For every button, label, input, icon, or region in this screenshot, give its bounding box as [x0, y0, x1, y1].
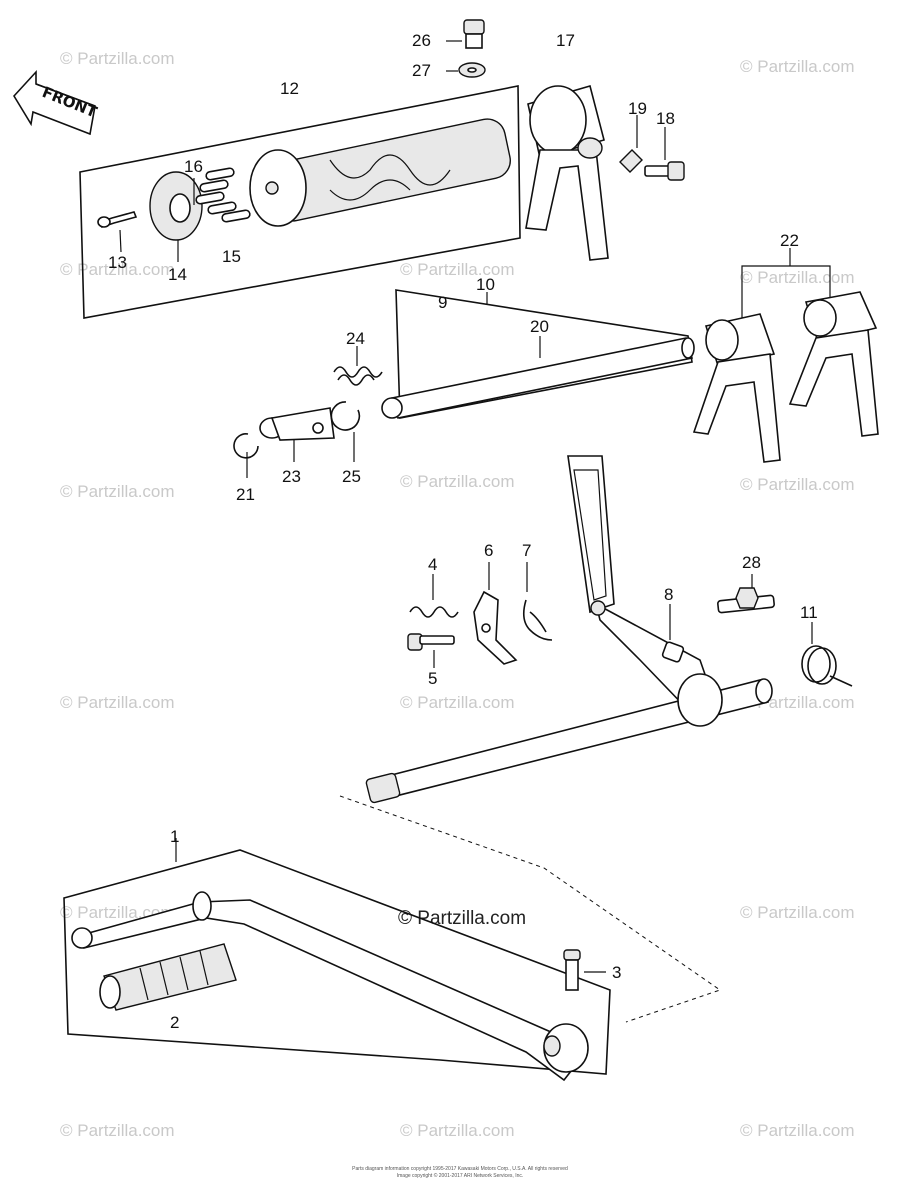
- part-number-24: 24: [346, 329, 365, 348]
- part-number-28: 28: [742, 553, 761, 572]
- part-number-2: 2: [170, 1013, 179, 1032]
- watermark: © Partzilla.com: [400, 1121, 515, 1140]
- part-number-4: 4: [428, 555, 437, 574]
- shift-shaft-8-icon: [365, 455, 773, 804]
- part-number-3: 3: [612, 963, 621, 982]
- part-number-10: 10: [476, 275, 495, 294]
- part-number-20: 20: [530, 317, 549, 336]
- center-watermark: © Partzilla.com: [398, 908, 526, 929]
- front-arrow: FRONT: [13, 69, 101, 136]
- watermark: © Partzilla.com: [740, 57, 855, 76]
- part-number-26: 26: [412, 31, 431, 50]
- watermark: © Partzilla.com: [60, 260, 175, 279]
- bolt-18-icon: [644, 127, 685, 181]
- watermark-layer: © Partzilla.com © Partzilla.com © Partzi…: [60, 49, 855, 1140]
- watermark: © Partzilla.com: [400, 693, 515, 712]
- part-number-11: 11: [800, 603, 818, 622]
- part-number-5: 5: [428, 669, 437, 688]
- circlip-21-icon: [233, 433, 259, 478]
- bolt-26-icon: [446, 19, 485, 49]
- spring-7-icon: [522, 562, 553, 641]
- shift-fork-17-icon: [525, 85, 609, 261]
- part-number-15: 15: [222, 247, 241, 266]
- lever-23-icon: [259, 407, 335, 462]
- part-number-1: 1: [170, 827, 179, 846]
- part-number-27: 27: [412, 61, 431, 80]
- watermark: © Partzilla.com: [60, 1121, 175, 1140]
- part-number-19: 19: [628, 99, 647, 118]
- part-number-18: 18: [656, 109, 675, 128]
- watermark: © Partzilla.com: [400, 260, 515, 279]
- watermark: © Partzilla.com: [400, 472, 515, 491]
- circlip-25-icon: [330, 401, 361, 462]
- shaft-20-icon: [381, 289, 695, 419]
- stopper-6-icon: [473, 562, 518, 665]
- part-number-12: 12: [280, 79, 299, 98]
- shift-drum-panel: [79, 85, 521, 319]
- spring-11-icon: [801, 622, 853, 687]
- part-number-8: 8: [664, 585, 673, 604]
- part-number-14: 14: [168, 265, 187, 284]
- copyright-footer: Parts diagram information copyright 1995…: [352, 1166, 568, 1179]
- part-number-7: 7: [522, 541, 531, 560]
- watermark: © Partzilla.com: [60, 49, 175, 68]
- front-label: FRONT: [40, 83, 101, 121]
- footer-line-1: Parts diagram information copyright 1995…: [352, 1166, 568, 1172]
- pin-19-icon: [619, 115, 643, 173]
- part-number-13: 13: [108, 253, 127, 272]
- watermark: © Partzilla.com: [740, 1121, 855, 1140]
- shift-forks-22-icon: [692, 248, 879, 463]
- watermark: © Partzilla.com: [740, 903, 855, 922]
- part-number-16: 16: [184, 157, 203, 176]
- part-number-9: 9: [438, 293, 447, 312]
- part-labels: 1 2 3 4 5 6 7 8 9 10 11 12 13 14 15 16 1…: [108, 31, 818, 1032]
- footer-line-2: Image copyright © 2001-2017 ARI Network …: [397, 1172, 524, 1179]
- spring-4-icon: [409, 574, 459, 618]
- watermark: © Partzilla.com: [740, 268, 855, 287]
- shift-pedal-panel: [63, 795, 722, 1082]
- spring-24-icon: [333, 346, 383, 386]
- watermark: © Partzilla.com: [740, 475, 855, 494]
- part-number-25: 25: [342, 467, 361, 486]
- bolt-28-icon: [717, 574, 775, 614]
- part-number-17: 17: [556, 31, 575, 50]
- bolt-5-icon: [407, 633, 455, 668]
- washer-27-icon: [446, 62, 486, 78]
- part-number-23: 23: [282, 467, 301, 486]
- watermark: © Partzilla.com: [60, 693, 175, 712]
- watermark: © Partzilla.com: [60, 482, 175, 501]
- part-number-6: 6: [484, 541, 493, 560]
- part-number-22: 22: [780, 231, 799, 250]
- part-number-21: 21: [236, 485, 255, 504]
